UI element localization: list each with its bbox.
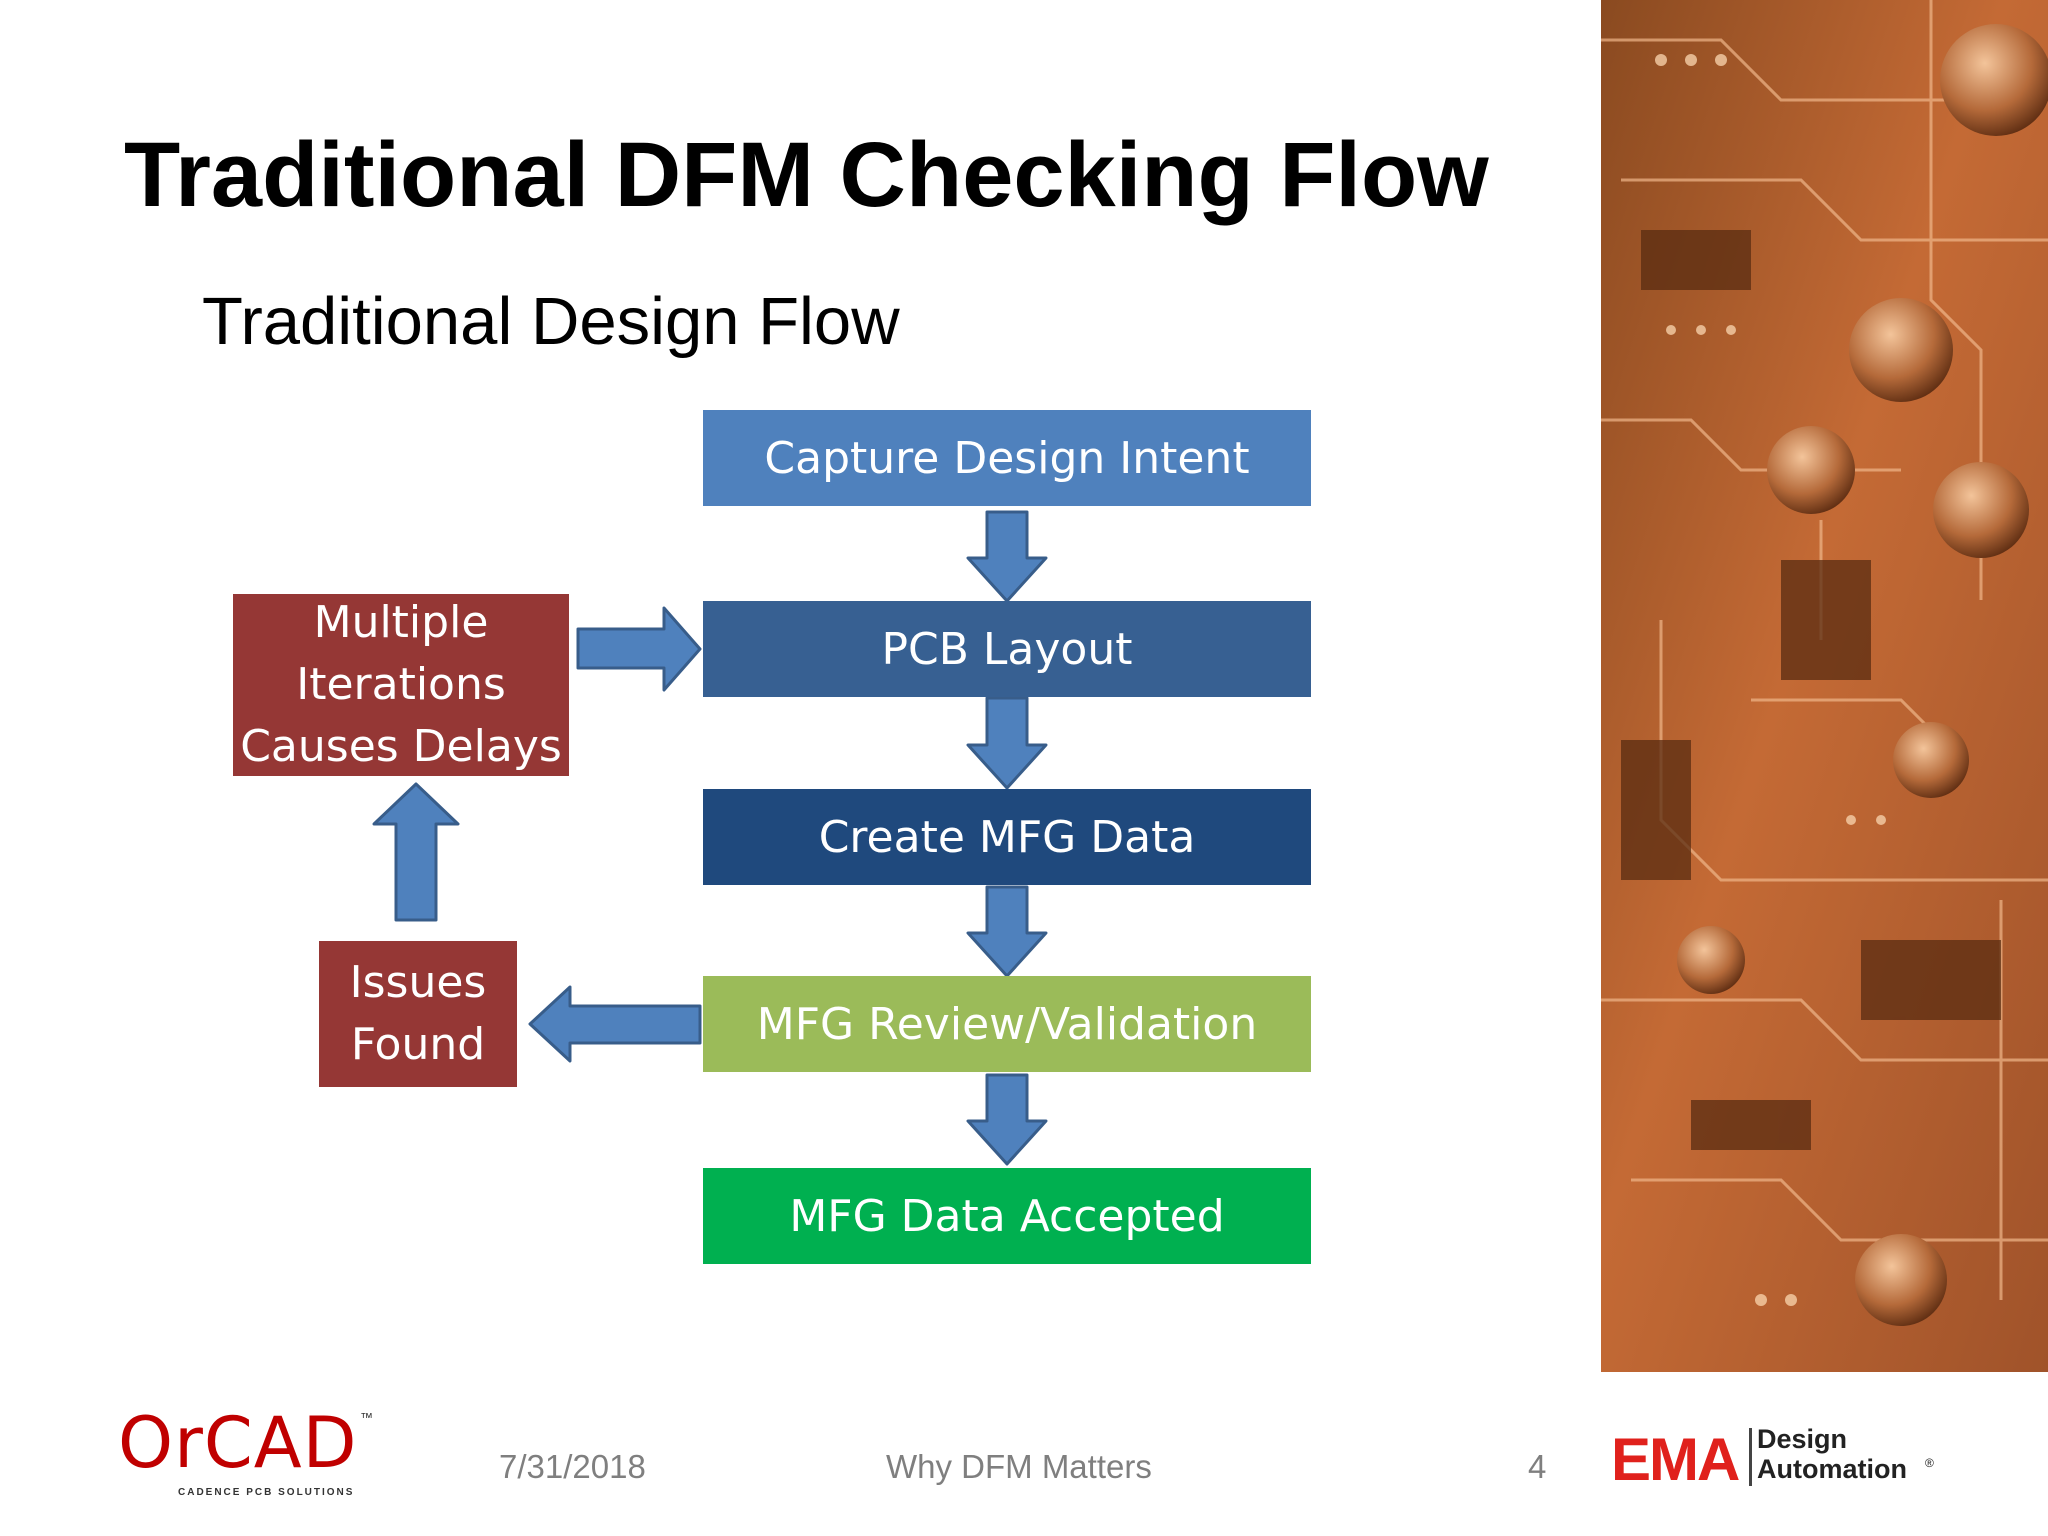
circuit-board-photo (1601, 0, 2048, 1372)
footer-topic: Why DFM Matters (886, 1448, 1152, 1485)
slide-title: Traditional DFM Checking Flow (124, 124, 1489, 226)
flow-box-label: Capture Design Intent (764, 432, 1250, 484)
orcad-tagline: CADENCE PCB SOLUTIONS (178, 1487, 355, 1498)
side-box-label: Multiple Iterations Causes Delays (240, 597, 562, 772)
side-box-multiple-iterations: Multiple Iterations Causes Delays (233, 594, 569, 776)
orcad-logo-name: OrCAD (118, 1402, 358, 1484)
up-arrow (372, 782, 460, 922)
ema-logo-divider (1749, 1428, 1752, 1486)
ema-logo: EMA Design Automation ® (1611, 1426, 1941, 1490)
down-arrow-3 (966, 885, 1048, 978)
flow-box-create-mfg-data: Create MFG Data (703, 789, 1311, 885)
right-arrow (576, 606, 702, 692)
ema-logo-line1: Design (1757, 1424, 1848, 1454)
flow-box-label: Create MFG Data (818, 811, 1196, 863)
flow-box-label: MFG Data Accepted (789, 1190, 1225, 1242)
flow-box-capture-design-intent: Capture Design Intent (703, 410, 1311, 506)
orcad-trademark: ™ (360, 1410, 373, 1425)
flow-box-label: MFG Review/Validation (756, 998, 1258, 1050)
left-arrow (528, 985, 702, 1063)
flow-box-pcb-layout: PCB Layout (703, 601, 1311, 697)
footer-date: 7/31/2018 (499, 1448, 646, 1485)
down-arrow-1 (966, 510, 1048, 603)
side-box-issues-found: Issues Found (319, 941, 517, 1087)
orcad-logo: OrCAD ™ CADENCE PCB SOLUTIONS (118, 1408, 378, 1500)
ema-logo-line2: Automation (1757, 1454, 1907, 1484)
flow-box-mfg-review-validation: MFG Review/Validation (703, 976, 1311, 1072)
slide-subtitle: Traditional Design Flow (202, 284, 900, 359)
footer-page-number: 4 (1528, 1448, 1547, 1485)
side-box-label: Issues Found (349, 957, 487, 1070)
down-arrow-2 (966, 696, 1048, 790)
flow-box-mfg-data-accepted: MFG Data Accepted (703, 1168, 1311, 1264)
flow-box-label: PCB Layout (881, 623, 1133, 675)
ema-logo-name: EMA (1611, 1426, 1740, 1493)
down-arrow-4 (966, 1073, 1048, 1166)
ema-registered-mark: ® (1925, 1456, 1934, 1470)
